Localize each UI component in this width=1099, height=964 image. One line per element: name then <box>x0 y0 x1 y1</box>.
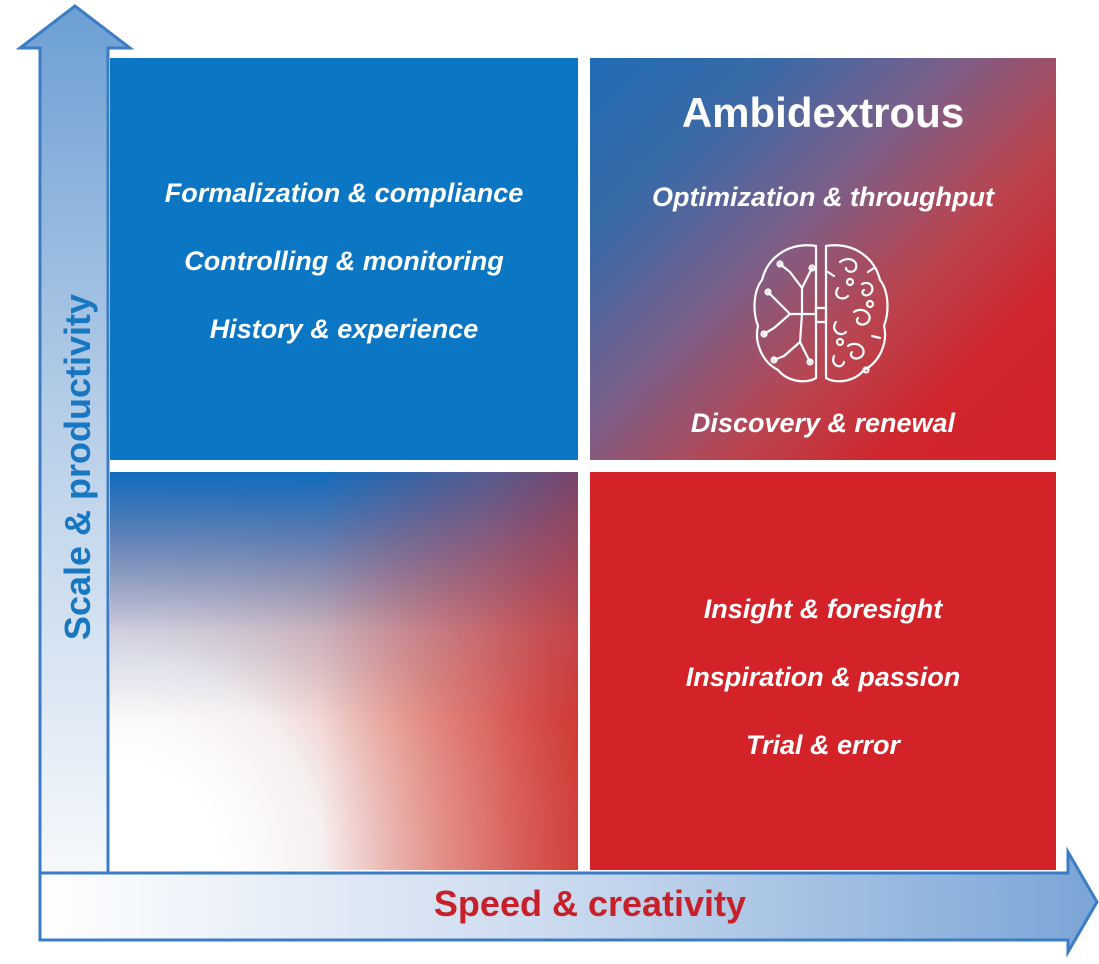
quadrant-item: Insight & foresight <box>703 594 943 624</box>
x-axis-arrow <box>38 846 1099 958</box>
quadrant-bottom-right: Insight & foresight Inspiration & passio… <box>590 472 1056 870</box>
quadrant-item: Controlling & monitoring <box>184 246 504 276</box>
quadrant-top-right: Ambidextrous Optimization & throughput <box>590 58 1056 460</box>
quadrant-item: Inspiration & passion <box>685 662 961 692</box>
y-axis-label: Scale & productivity <box>57 293 98 641</box>
y-axis-arrow <box>15 4 135 942</box>
brain-icon <box>753 244 889 383</box>
quadrant-item: Discovery & renewal <box>690 408 956 438</box>
quadrant-title: Ambidextrous <box>681 89 965 136</box>
quadrant-top-left: Formalization & compliance Controlling &… <box>110 58 578 460</box>
quadrant-bottom-left <box>110 472 578 870</box>
x-axis-label: Speed & creativity <box>433 883 747 924</box>
quadrant-item: History & experience <box>209 314 479 344</box>
gradient-overlay-red <box>110 472 578 870</box>
quadrant-item: Trial & error <box>745 730 901 760</box>
quadrant-item: Formalization & compliance <box>164 178 524 208</box>
quadrant-item: Optimization & throughput <box>652 182 994 212</box>
